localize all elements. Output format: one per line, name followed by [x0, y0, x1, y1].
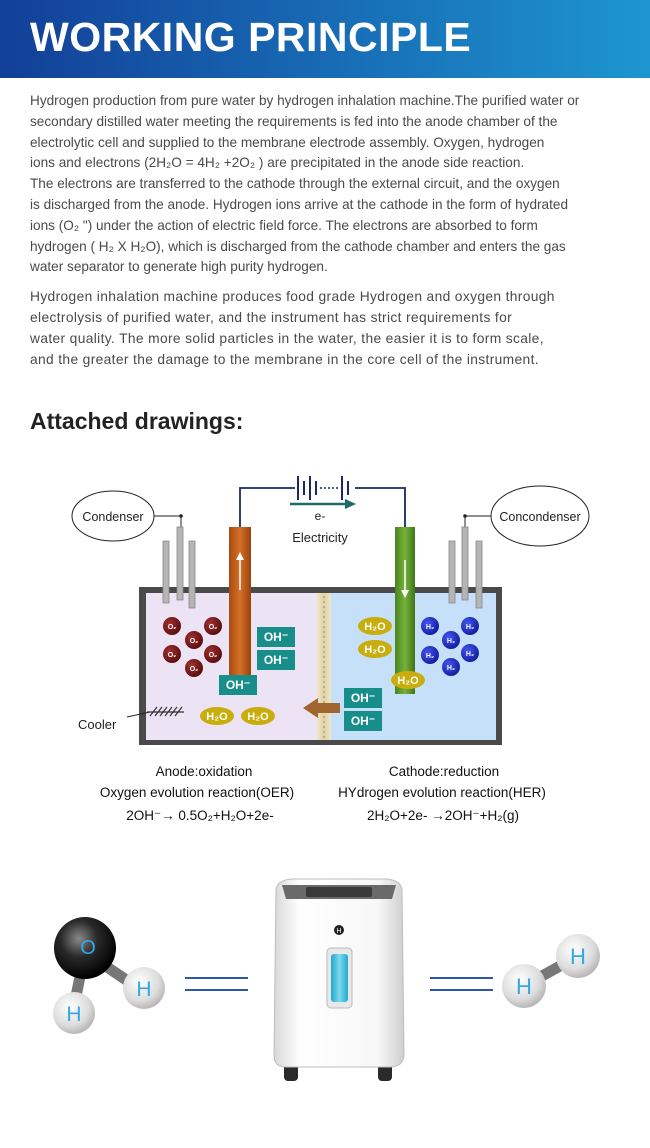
h2o-badges: H₂O H₂O H₂O H₂O H₂O	[200, 617, 425, 725]
o2-ball: O₂	[204, 617, 222, 635]
hydrogen-molecule-icon: H H	[502, 934, 600, 1008]
svg-text:O₂: O₂	[209, 624, 218, 631]
cooler-label: Cooler	[78, 717, 117, 732]
circuit-wires	[239, 487, 406, 527]
pipes	[162, 526, 483, 609]
h2-ball: H₂	[442, 631, 460, 649]
h2o-badge: H₂O	[358, 617, 392, 635]
cathode-equation: 2H₂O+2e- →2OH⁻+H₂(g)	[367, 808, 519, 823]
intro-line: electrolytic cell and supplied to the me…	[30, 134, 545, 150]
svg-text:OH⁻: OH⁻	[264, 653, 288, 667]
svg-text:H₂: H₂	[447, 665, 455, 672]
intro-line: hydrogen ( H₂ X H₂O), which is discharge…	[30, 238, 566, 254]
oh-badges: OH⁻ OH⁻ OH⁻ OH⁻ OH⁻	[219, 627, 382, 731]
svg-text:OH⁻: OH⁻	[351, 714, 375, 728]
intro-line: The electrons are transferred to the cat…	[30, 176, 560, 192]
condenser-callout: Condenser	[71, 490, 183, 542]
intro-line: ions and electrons (2H₂O = 4H₂ +2O₂ ) ar…	[30, 155, 525, 171]
equals-icon-right	[430, 977, 493, 991]
h2-ball: H₂	[442, 658, 460, 676]
svg-text:O₂: O₂	[190, 666, 199, 673]
o2-ball: O₂	[163, 645, 181, 663]
attached-drawings-heading: Attached drawings:	[30, 408, 244, 434]
cathode-reaction: HYdrogen evolution reaction(HER)	[338, 785, 546, 800]
svg-text:O₂: O₂	[190, 638, 199, 645]
h2o-badge: H₂O	[241, 707, 275, 725]
condenser-label: Condenser	[82, 510, 143, 524]
o2-ball: O₂	[204, 645, 222, 663]
oh-badge: OH⁻	[219, 675, 257, 695]
svg-text:H₂O: H₂O	[206, 711, 228, 723]
para2-line: electrolysis of purified water, and the …	[30, 309, 513, 325]
svg-text:H₂: H₂	[426, 653, 434, 660]
svg-text:H₂O: H₂O	[247, 711, 269, 723]
intro-line: ions (O₂ ") under the action of electric…	[30, 217, 538, 233]
h2o-badge: H₂O	[358, 640, 392, 658]
para2-line: Hydrogen inhalation machine produces foo…	[30, 289, 555, 304]
o2-molecules: O₂ O₂ O₂ O₂ O₂ O₂	[163, 617, 222, 677]
intro-line: is discharged from the anode. Hydrogen i…	[30, 196, 569, 212]
svg-text:H₂O: H₂O	[397, 675, 419, 687]
cooler-callout: Cooler	[78, 706, 184, 732]
water-quality-paragraph: Hydrogen inhalation machine produces foo…	[30, 287, 622, 371]
intro-line: Hydrogen production from pure water by h…	[30, 93, 580, 108]
h2o-badge: H₂O	[200, 707, 234, 725]
svg-text:O₂: O₂	[209, 652, 218, 659]
svg-text:O₂: O₂	[168, 624, 177, 631]
svg-text:H: H	[66, 1003, 81, 1026]
svg-text:H: H	[516, 974, 532, 999]
ion-migration-arrow-icon	[303, 698, 340, 718]
svg-text:OH⁻: OH⁻	[264, 630, 288, 644]
o2-ball: O₂	[185, 659, 203, 677]
oh-badge: OH⁻	[257, 627, 295, 647]
svg-text:H₂: H₂	[466, 624, 474, 631]
hydrogen-machine-icon: H	[273, 878, 405, 1081]
concondenser-callout: Concondenser	[463, 485, 590, 547]
battery-icon	[297, 476, 349, 500]
svg-text:O: O	[80, 937, 96, 959]
intro-paragraph: Hydrogen production from pure water by h…	[30, 91, 622, 278]
anode-equation: 2OH⁻→ 0.5O₂+H₂O+2e-	[126, 808, 273, 823]
anode-reaction: Oxygen evolution reaction(OER)	[100, 785, 294, 800]
cathode-title: Cathode:reduction	[389, 764, 499, 779]
h2-ball: H₂	[461, 617, 479, 635]
h2-molecules: H₂ H₂ H₂ H₂ H₂ H₂	[421, 617, 479, 676]
oh-badge: OH⁻	[344, 688, 382, 708]
oh-badge: OH⁻	[257, 650, 295, 670]
svg-text:OH⁻: OH⁻	[226, 678, 250, 692]
anode-electrode	[229, 527, 251, 694]
h2o-badge: H₂O	[391, 671, 425, 689]
cathode-electrode	[395, 527, 415, 694]
svg-text:H: H	[136, 978, 151, 1001]
intro-line: secondary distilled water meeting the re…	[30, 113, 558, 129]
h2-ball: H₂	[421, 646, 439, 664]
para2-line: water quality. The more solid particles …	[30, 330, 544, 346]
svg-text:H₂O: H₂O	[364, 644, 386, 656]
svg-text:H: H	[570, 944, 586, 969]
svg-text:H₂: H₂	[447, 638, 455, 645]
electron-label: e-	[315, 509, 326, 523]
h2-ball: H₂	[421, 617, 439, 635]
electron-arrow-icon	[290, 499, 356, 509]
oh-badge: OH⁻	[344, 711, 382, 731]
svg-text:H₂O: H₂O	[364, 621, 386, 633]
h2-ball: H₂	[461, 644, 479, 662]
o2-ball: O₂	[185, 631, 203, 649]
concondenser-label: Concondenser	[499, 510, 580, 524]
page-title: WORKING PRINCIPLE	[30, 14, 472, 60]
water-molecule-icon: O H H	[53, 917, 165, 1034]
svg-text:H₂: H₂	[466, 651, 474, 658]
title-banner: WORKING PRINCIPLE	[0, 0, 650, 78]
anode-title: Anode:oxidation	[156, 764, 253, 779]
equals-icon-left	[185, 977, 248, 991]
electricity-label: Electricity	[292, 530, 348, 545]
o2-ball: O₂	[163, 617, 181, 635]
intro-line: water separator to generate high purity …	[30, 259, 328, 275]
svg-text:H: H	[336, 928, 341, 935]
para2-line: and the greater the damage to the membra…	[30, 351, 539, 367]
svg-text:H₂: H₂	[426, 624, 434, 631]
svg-text:O₂: O₂	[168, 652, 177, 659]
svg-text:OH⁻: OH⁻	[351, 691, 375, 705]
